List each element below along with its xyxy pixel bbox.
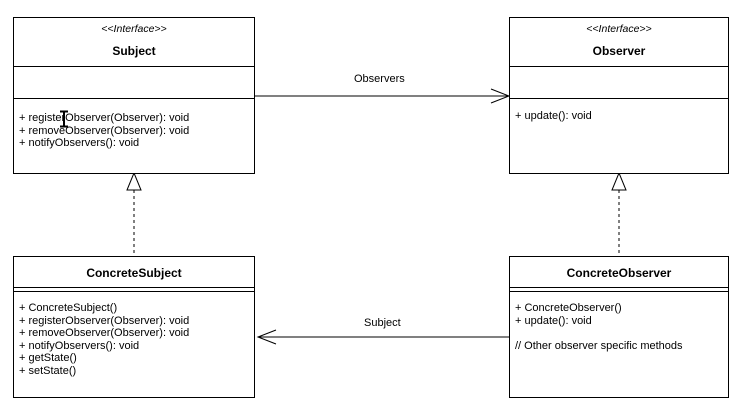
- concrete-subject-method: + getState(): [19, 352, 77, 365]
- observer-header-divider: [510, 66, 728, 67]
- subject-association-label: Subject: [364, 317, 401, 329]
- concrete-subject-method: + registerObserver(Observer): void: [19, 314, 190, 327]
- concrete-subject-class-name: ConcreteSubject: [86, 266, 182, 280]
- concrete-subject-method: + removeObserver(Observer): void: [19, 327, 190, 340]
- concrete-subject-method: + ConcreteSubject(): [19, 302, 118, 314]
- observer-interface-box[interactable]: <<Interface>> Observer + update(): void: [509, 17, 729, 174]
- observers-association-label: Observers: [354, 73, 405, 85]
- concrete-observer-method-spacer: [515, 327, 726, 340]
- concrete-subject-class-box[interactable]: ConcreteSubject + ConcreteSubject() + re…: [13, 256, 255, 398]
- subject-association-arrowhead: [256, 329, 277, 345]
- concrete-observer-class-name: ConcreteObserver: [566, 266, 672, 280]
- subject-method: + removeObserver(Observer): void: [19, 124, 190, 137]
- concrete-subject-method: + setState(): [19, 364, 77, 377]
- concrete-observer-method: // Other observer specific methods: [515, 339, 683, 352]
- concrete-subject-methods: + ConcreteSubject() + registerObserver(O…: [19, 302, 252, 378]
- subject-header-divider: [14, 66, 254, 67]
- subject-class-name: Subject: [112, 44, 156, 58]
- subject-interface-box[interactable]: <<Interface>> Subject + registerObserver…: [13, 17, 255, 174]
- concrete-observer-attributes-divider: [510, 291, 728, 292]
- concrete-observer-method: + update(): void: [515, 314, 592, 327]
- concrete-subject-method: + notifyObservers(): void: [19, 339, 140, 352]
- concrete-observer-methods: + ConcreteObserver() + update(): void //…: [515, 302, 726, 352]
- observer-attributes-divider: [510, 98, 728, 99]
- observer-stereotype: <<Interface>>: [586, 23, 652, 35]
- observer-realization-arrowhead: [611, 171, 627, 191]
- observer-method: + update(): void: [515, 110, 592, 122]
- observer-methods: + update(): void: [515, 110, 726, 123]
- text-cursor-icon: [60, 110, 68, 128]
- observer-class-name: Observer: [592, 44, 646, 58]
- concrete-observer-class-box[interactable]: ConcreteObserver + ConcreteObserver() + …: [509, 256, 729, 398]
- subject-realization-arrowhead: [126, 171, 142, 191]
- subject-methods: + registerObserver(Observer): void + rem…: [19, 112, 252, 150]
- subject-method: + notifyObservers(): void: [19, 137, 140, 150]
- subject-method: + registerObserver(Observer): void: [19, 112, 190, 124]
- concrete-subject-attributes-divider: [14, 291, 254, 292]
- subject-attributes-divider: [14, 98, 254, 99]
- subject-stereotype: <<Interface>>: [101, 23, 167, 35]
- concrete-subject-header-divider: [14, 287, 254, 288]
- concrete-observer-header-divider: [510, 287, 728, 288]
- concrete-observer-method: + ConcreteObserver(): [515, 302, 622, 314]
